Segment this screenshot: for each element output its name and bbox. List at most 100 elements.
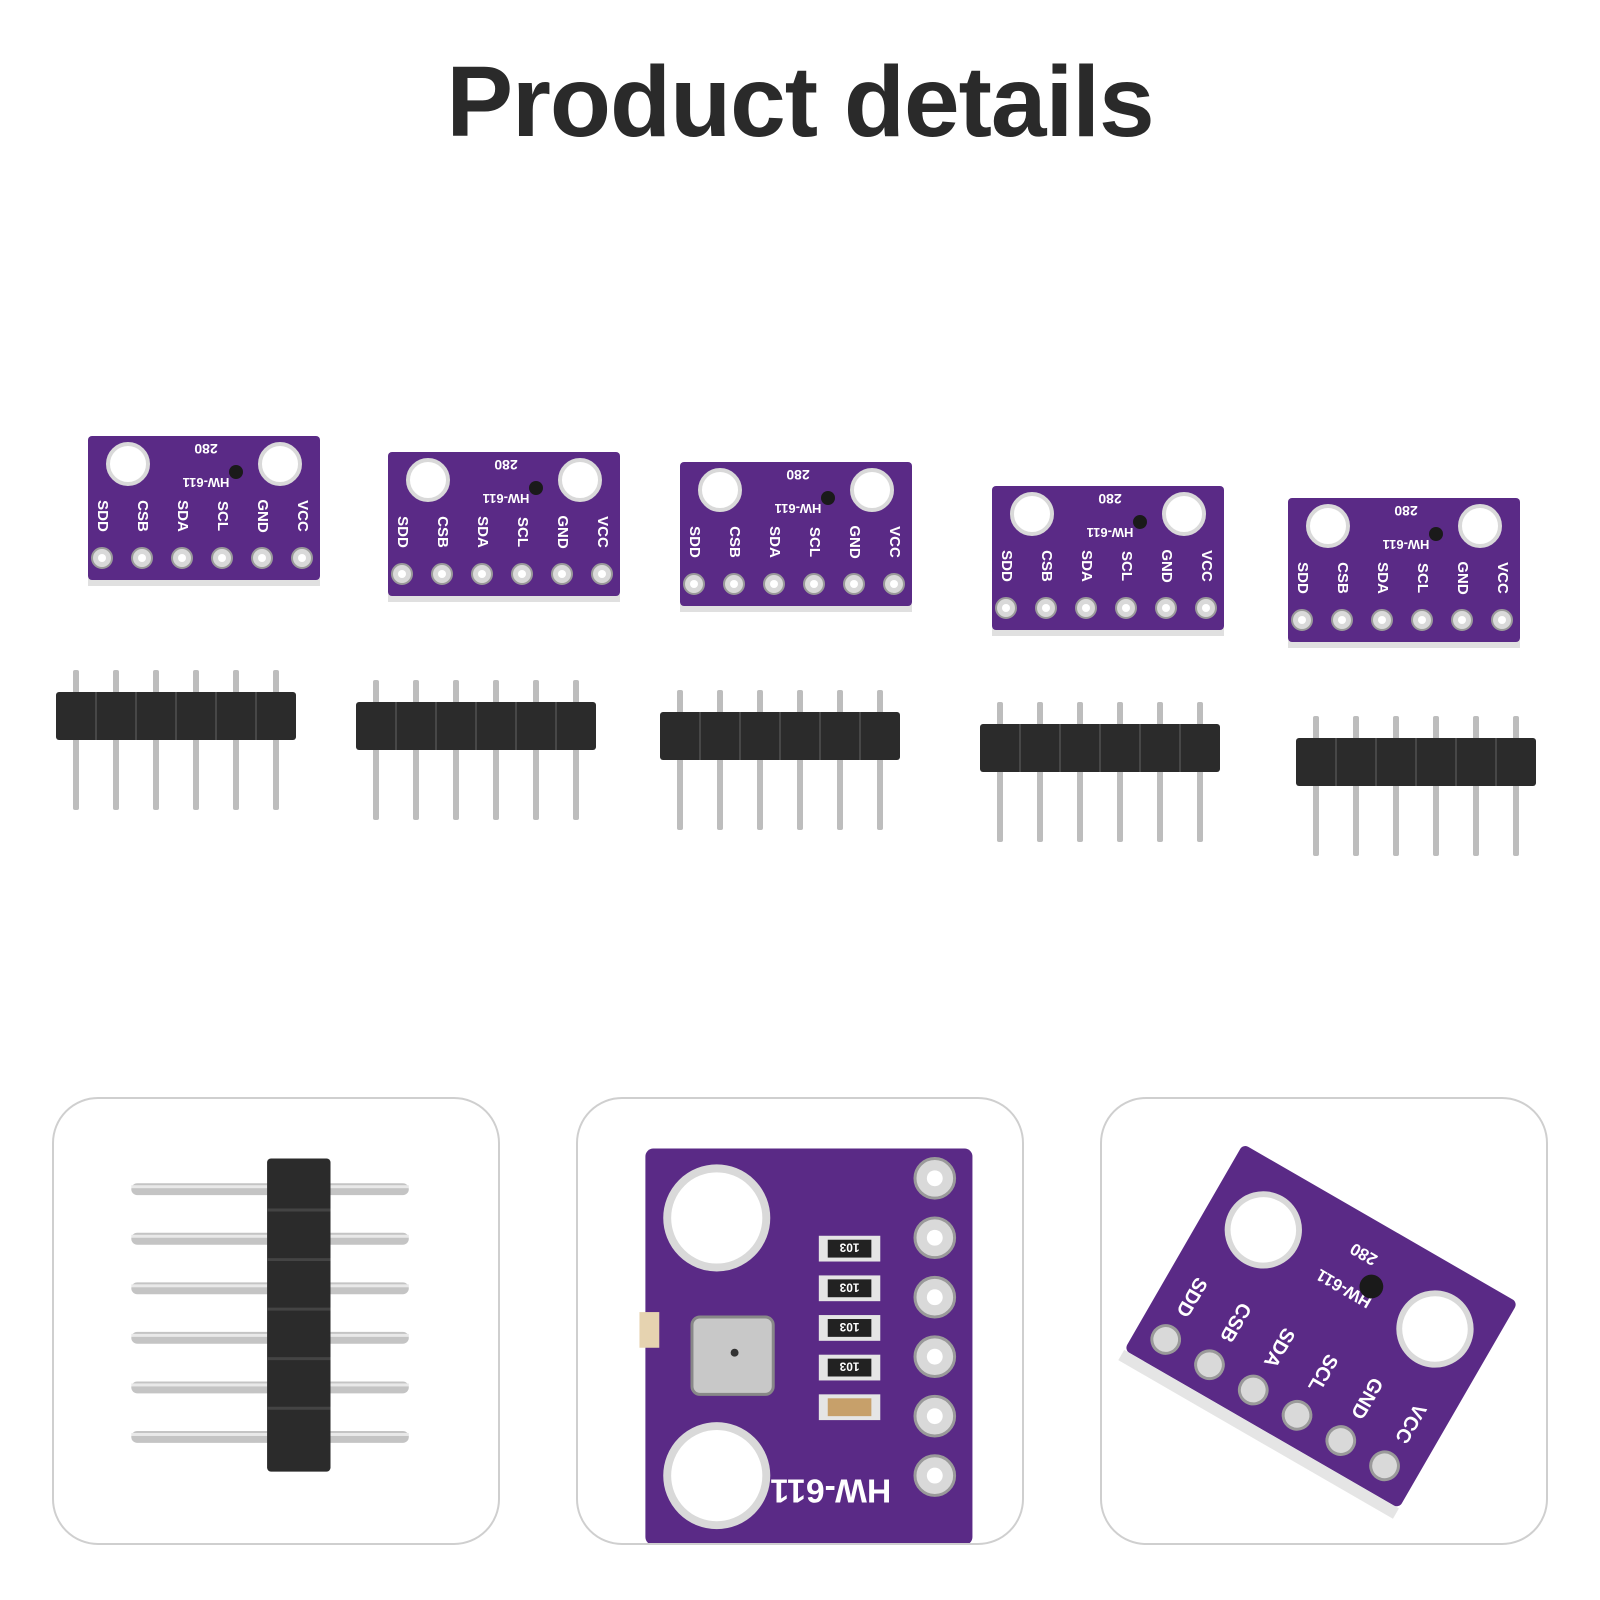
pad-hole: [730, 580, 738, 588]
detail-panel-board-front: 103 103 103 103 HW-611: [576, 1097, 1024, 1545]
smd-resistors: [818, 1235, 881, 1421]
pin-label-csb: CSB: [434, 516, 451, 548]
pad-hole: [258, 554, 266, 562]
resistor-marking-1: 103: [839, 1241, 859, 1255]
pin-label-sda: SDA: [474, 516, 491, 548]
resistor-marking-3: 103: [839, 1320, 859, 1334]
pad-hole: [1378, 616, 1386, 624]
pad-hole: [518, 570, 526, 578]
pad-hole: [810, 580, 818, 588]
pad-hole: [1162, 604, 1170, 612]
pin-header-5: [1296, 716, 1536, 856]
pin-label-sdd: SDD: [1294, 562, 1311, 594]
board-chip-label: 280: [1098, 491, 1122, 507]
board-model-label: HW-611: [770, 1472, 891, 1509]
pad-hole: [438, 570, 446, 578]
pin-label-scl: SCL: [1118, 551, 1135, 581]
pin-label-gnd: GND: [554, 515, 571, 549]
pin-label-sdd: SDD: [394, 516, 411, 548]
board-angled-closeup-image: SDD CSB SDA SCL GND VCC 280 HW-611: [1118, 1146, 1516, 1519]
pin-label-sdd: SDD: [94, 500, 111, 532]
pin-label-sda: SDA: [1374, 562, 1391, 594]
pin-label-sdd: SDD: [686, 526, 703, 558]
board-model-label: HW-611: [483, 491, 530, 506]
pad-hole: [1122, 604, 1130, 612]
pad-hole: [1298, 616, 1306, 624]
page-title: Product details: [446, 46, 1154, 158]
pad-hole: [1338, 616, 1346, 624]
pad-hole: [1042, 604, 1050, 612]
resistor-marking-4: 103: [839, 1360, 859, 1374]
resistor-marking-2: 103: [839, 1280, 859, 1294]
pad-hole: [1418, 616, 1426, 624]
board-model-label: HW-611: [1383, 537, 1430, 552]
detail-panel-board-angled: SDD CSB SDA SCL GND VCC 280 HW-611: [1100, 1097, 1548, 1545]
pin-label-sdd: SDD: [998, 550, 1015, 582]
pad-hole: [138, 554, 146, 562]
pin-label-sda: SDA: [174, 500, 191, 532]
pad-hole: [770, 580, 778, 588]
pin-label-gnd: GND: [1454, 561, 1471, 595]
pad-hole: [298, 554, 306, 562]
board-chip-label: 280: [194, 441, 218, 457]
pad-hole: [850, 580, 858, 588]
pin-header-image: [1296, 716, 1536, 856]
pin-header-2: [356, 680, 596, 820]
pin-header-1: [56, 670, 296, 810]
board-chip-label: 280: [494, 457, 518, 473]
pad-hole: [1082, 604, 1090, 612]
pin-label-scl: SCL: [214, 501, 231, 531]
pin-header-4: [980, 702, 1220, 842]
pin-label-gnd: GND: [254, 499, 271, 533]
pad-hole: [598, 570, 606, 578]
pin-label-gnd: GND: [846, 525, 863, 559]
pad-hole: [890, 580, 898, 588]
pin-label-scl: SCL: [806, 527, 823, 557]
pad-hole: [398, 570, 406, 578]
pad-hole: [1498, 616, 1506, 624]
pad-hole: [1458, 616, 1466, 624]
pin-label-vcc: VCC: [1494, 562, 1511, 594]
board-model-label: HW-611: [775, 501, 822, 516]
pin-header-image: [356, 680, 596, 820]
pin-label-scl: SCL: [1414, 563, 1431, 593]
pin-label-vcc: VCC: [886, 526, 903, 558]
pad-hole: [690, 580, 698, 588]
pin-label-csb: CSB: [134, 500, 151, 532]
board-chip-label: 280: [1394, 503, 1418, 519]
pin-label-vcc: VCC: [1198, 550, 1215, 582]
pin-label-csb: CSB: [1038, 550, 1055, 582]
pin-header-image: [660, 690, 900, 830]
pin-header-image: [56, 670, 296, 810]
pin-label-csb: CSB: [726, 526, 743, 558]
pin-label-sda: SDA: [766, 526, 783, 558]
pin-header-image: [980, 702, 1220, 842]
pin-label-scl: SCL: [514, 517, 531, 547]
pad-hole: [178, 554, 186, 562]
detail-panel-pin-header: [52, 1097, 500, 1545]
pin-label-vcc: VCC: [294, 500, 311, 532]
pad-hole: [1002, 604, 1010, 612]
pad-hole: [558, 570, 566, 578]
pad-hole: [478, 570, 486, 578]
pin-label-vcc: VCC: [594, 516, 611, 548]
board-model-label: HW-611: [183, 475, 230, 490]
pad-hole: [218, 554, 226, 562]
board-model-label: HW-611: [1087, 525, 1134, 540]
pin-header-closeup-image: [131, 1158, 409, 1472]
pad-hole: [1202, 604, 1210, 612]
pin-label-csb: CSB: [1334, 562, 1351, 594]
board-front-closeup-image: 103 103 103 103 HW-611: [639, 1148, 973, 1543]
pin-label-gnd: GND: [1158, 549, 1175, 583]
pin-label-sda: SDA: [1078, 550, 1095, 582]
